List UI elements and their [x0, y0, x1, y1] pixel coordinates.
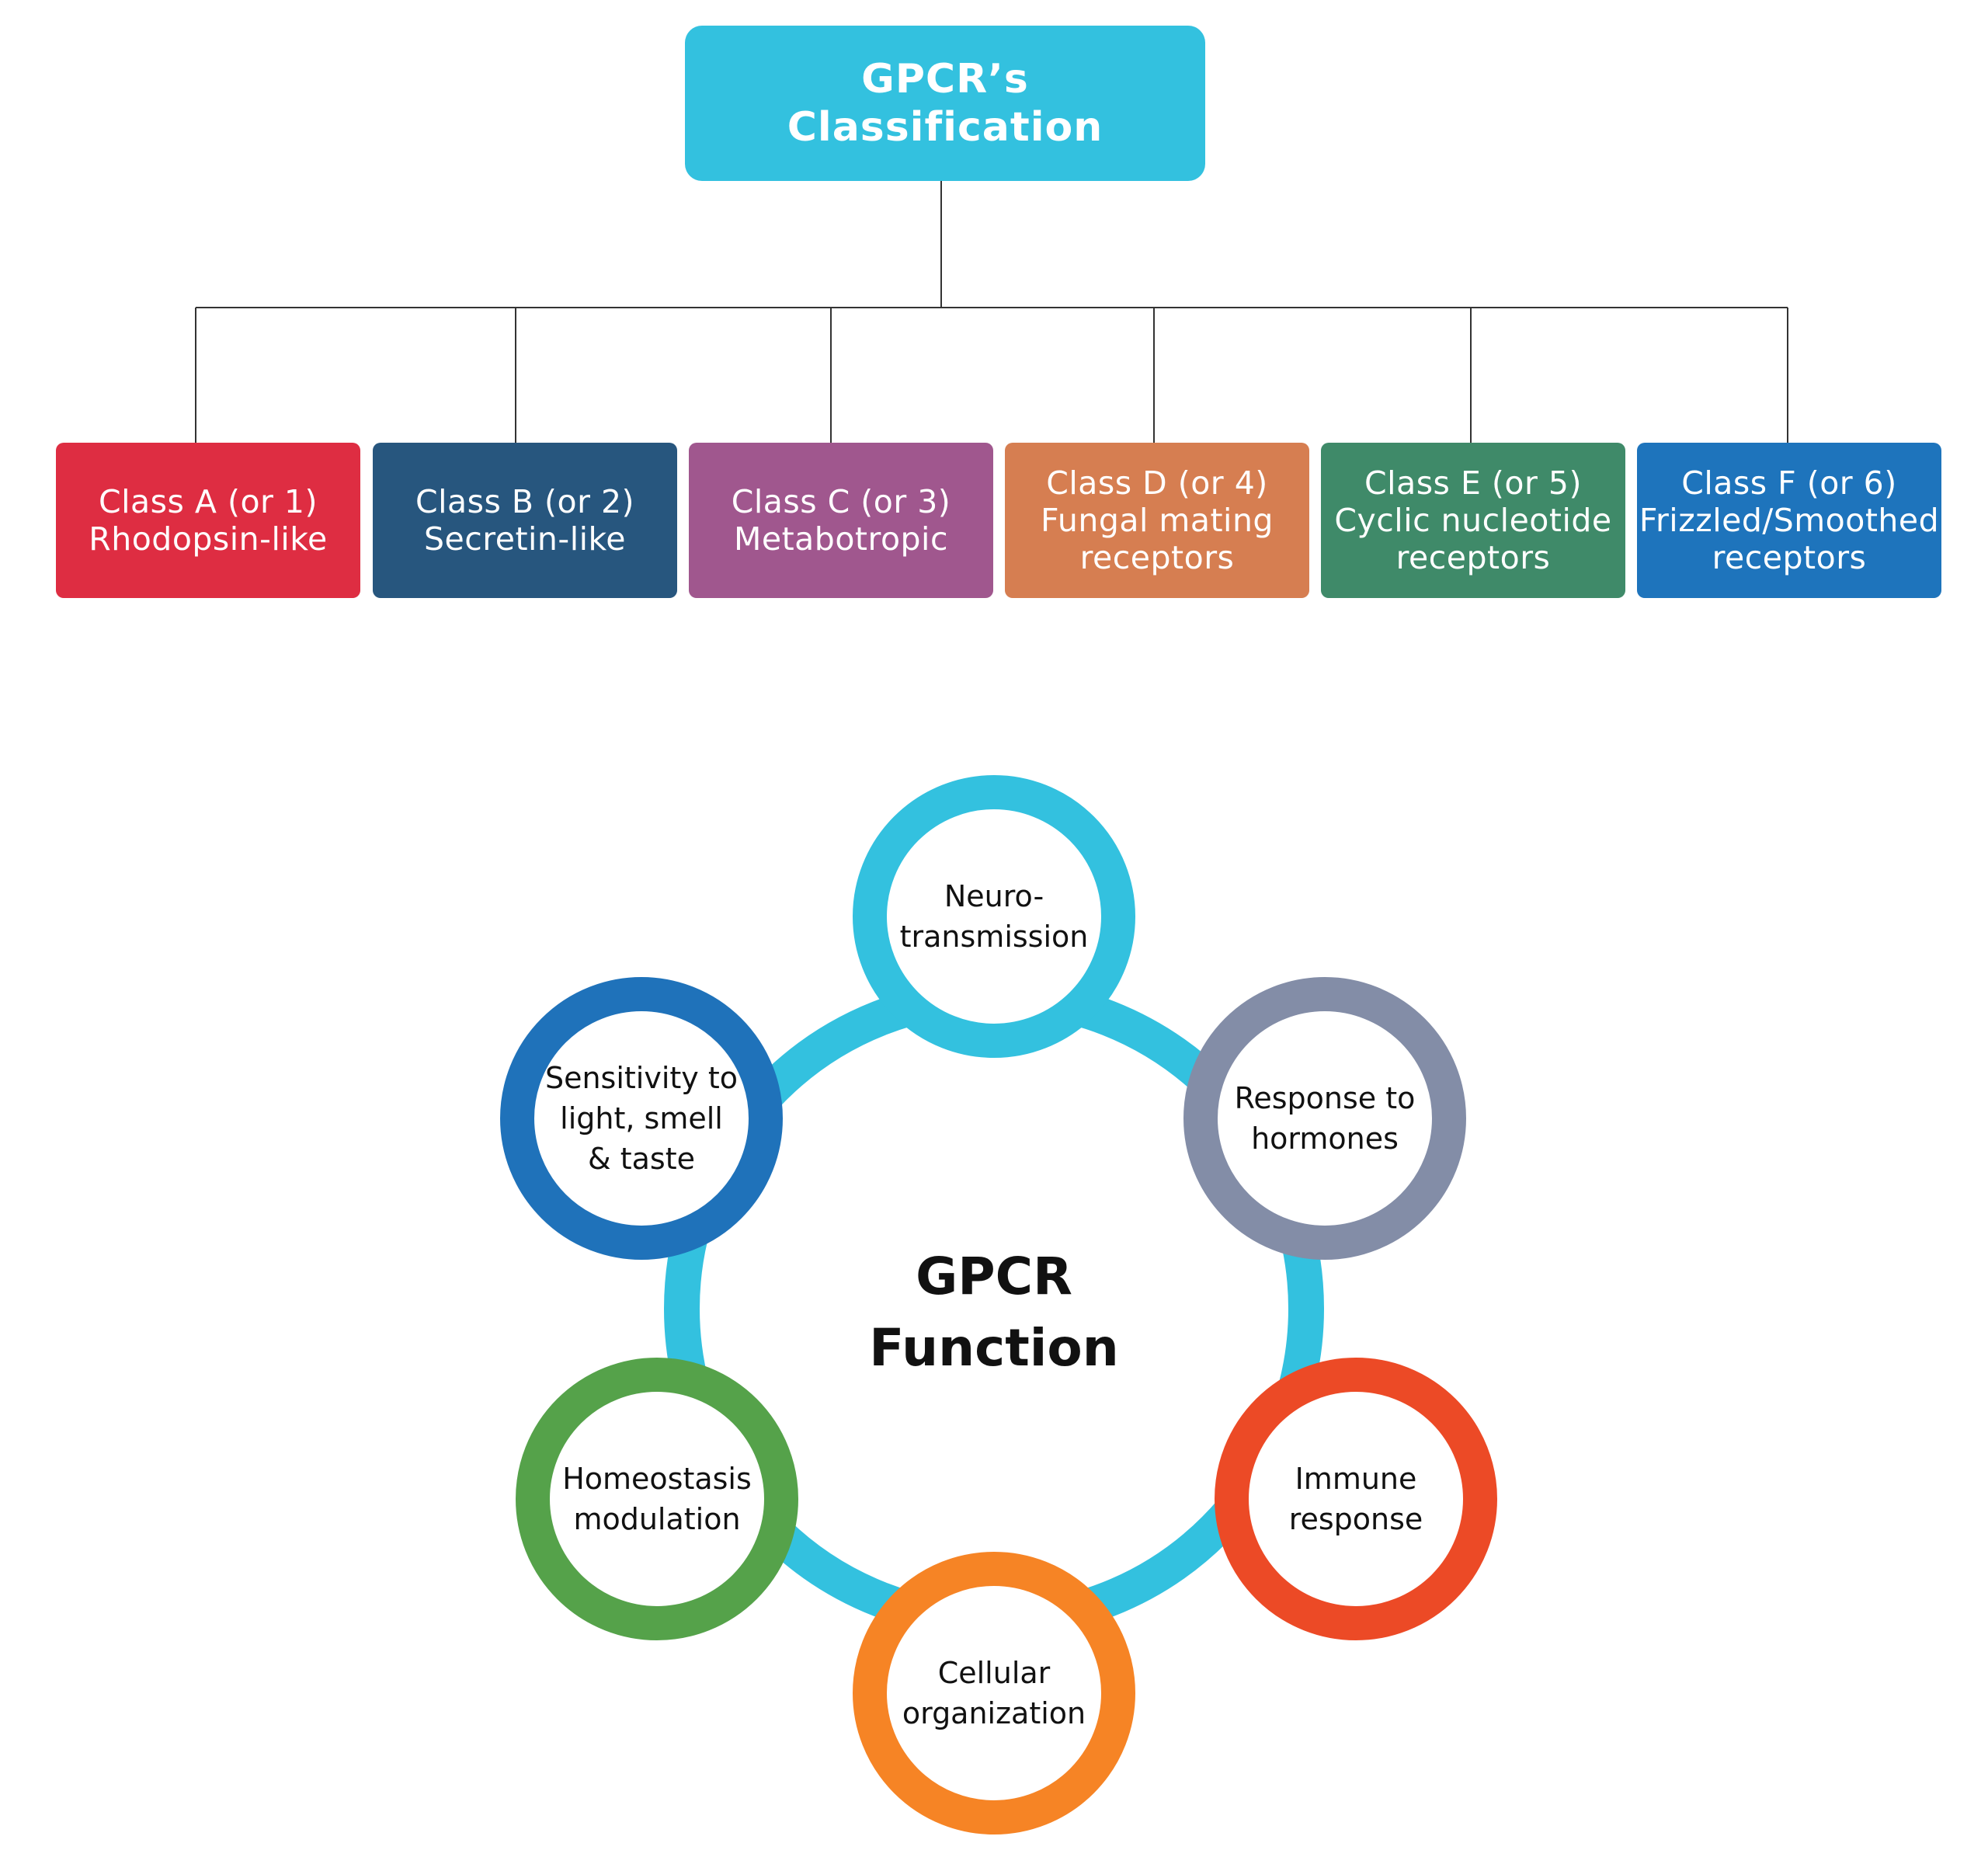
class-label: Class B (or 2) Secretin-like	[415, 483, 635, 558]
function-label: Homeostasis modulation	[562, 1462, 752, 1536]
tree-connectors	[195, 181, 1788, 443]
class-label: Class F (or 6) Frizzled/Smoothed recepto…	[1639, 464, 1940, 576]
class-box	[1321, 443, 1625, 598]
function-label: Sensitivity to light, smell & taste	[544, 1061, 739, 1176]
ring-icon	[516, 1358, 798, 1640]
function-label: Neuro- transmission	[899, 879, 1089, 954]
class-label: Class C (or 3) Metabotropic	[731, 483, 951, 558]
ring-icon	[1215, 1358, 1497, 1640]
function-label: Cellular organization	[902, 1656, 1086, 1730]
function-label: Immune response	[1288, 1462, 1423, 1536]
function-label: Response to hormones	[1234, 1081, 1416, 1156]
title-box	[685, 26, 1205, 181]
class-label: Class E (or 5) Cyclic nucleotide recepto…	[1334, 464, 1612, 576]
ring-icon	[853, 775, 1135, 1058]
ring-icon	[853, 1552, 1135, 1834]
class-label: Class D (or 4) Fungal mating receptors	[1041, 464, 1274, 576]
class-box	[1005, 443, 1309, 598]
ring-icon	[1183, 977, 1466, 1260]
class-box	[689, 443, 993, 598]
class-box	[56, 443, 360, 598]
classification-boxes	[56, 26, 1941, 598]
class-box	[1637, 443, 1941, 598]
classification-title: GPCR’s Classification	[787, 56, 1103, 151]
class-box	[373, 443, 677, 598]
function-graphic	[500, 775, 1497, 1834]
class-label: Class A (or 1) Rhodopsin-like	[89, 483, 328, 558]
ring-icon	[500, 977, 783, 1260]
function-center-label: GPCR Function	[869, 1247, 1119, 1378]
